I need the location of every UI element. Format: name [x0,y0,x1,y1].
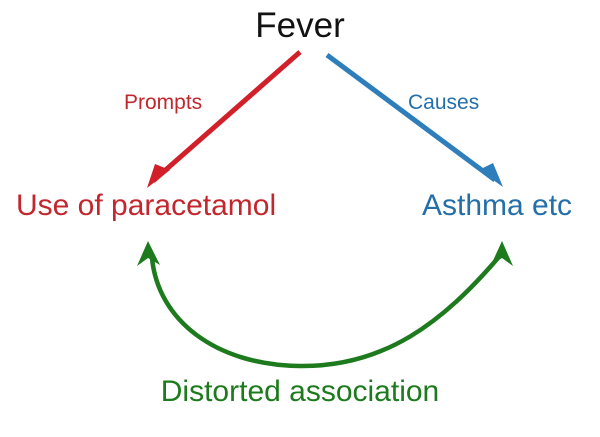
edge-fever-to-paracetamol-line [151,50,302,183]
edge-fever-to-asthma-line [325,52,497,183]
edge-fever-to-paracetamol [147,50,302,188]
edge-label-distorted-association: Distorted association [160,375,440,408]
edge-fever-to-asthma [325,52,503,187]
edge-fever-to-paracetamol-arrowhead [147,164,170,188]
edge-label-causes: Causes [408,91,480,114]
edge-fever-to-asthma-arrowhead [479,163,503,187]
edge-distorted-association-arrowhead-right [491,241,513,266]
node-label-fever: Fever [255,6,345,45]
node-label-asthma: Asthma etc [422,189,573,222]
edge-distorted-association-arrowhead-left [137,241,160,266]
edge-distorted-association-arc [149,255,501,369]
edge-distorted-association [137,241,513,369]
node-label-paracetamol: Use of paracetamol [16,189,277,222]
edge-label-prompts: Prompts [124,91,203,114]
